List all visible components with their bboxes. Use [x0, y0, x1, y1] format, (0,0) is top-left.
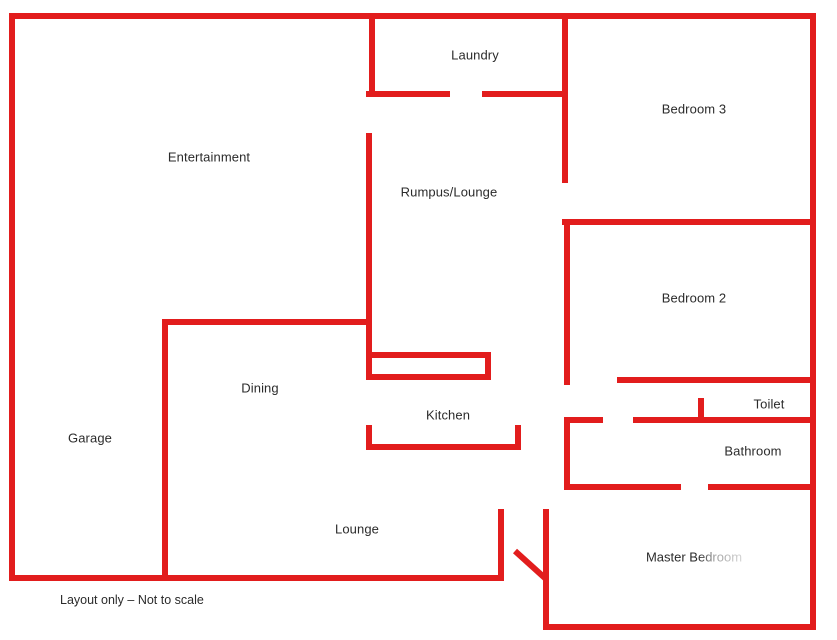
room-label-toilet: Toilet — [753, 396, 785, 412]
door-swings-group — [512, 548, 549, 582]
room-label-garage: Garage — [68, 430, 112, 446]
room-label-dining: Dining — [241, 380, 279, 396]
room-label-bedroom-2: Bedroom 2 — [661, 290, 727, 306]
door-swing-entry-door-diagonal — [512, 548, 549, 582]
room-label-kitchen: Kitchen — [425, 407, 471, 423]
room-label-bedroom-3: Bedroom 3 — [661, 101, 727, 117]
scale-disclaimer-note: Layout only – Not to scale — [60, 593, 204, 607]
room-label-entertainment: Entertainment — [167, 149, 251, 165]
room-label-bathroom: Bathroom — [724, 443, 782, 459]
room-label-laundry: Laundry — [451, 47, 499, 63]
room-label-rumpus-lounge: Rumpus/Lounge — [400, 184, 498, 200]
room-label-lounge: Lounge — [335, 521, 379, 537]
room-label-master-bedroom-wrap: Master Bedroom — [645, 544, 745, 570]
walls-group — [9, 13, 816, 630]
room-label-master-bedroom: Master Bedroom — [645, 549, 743, 565]
